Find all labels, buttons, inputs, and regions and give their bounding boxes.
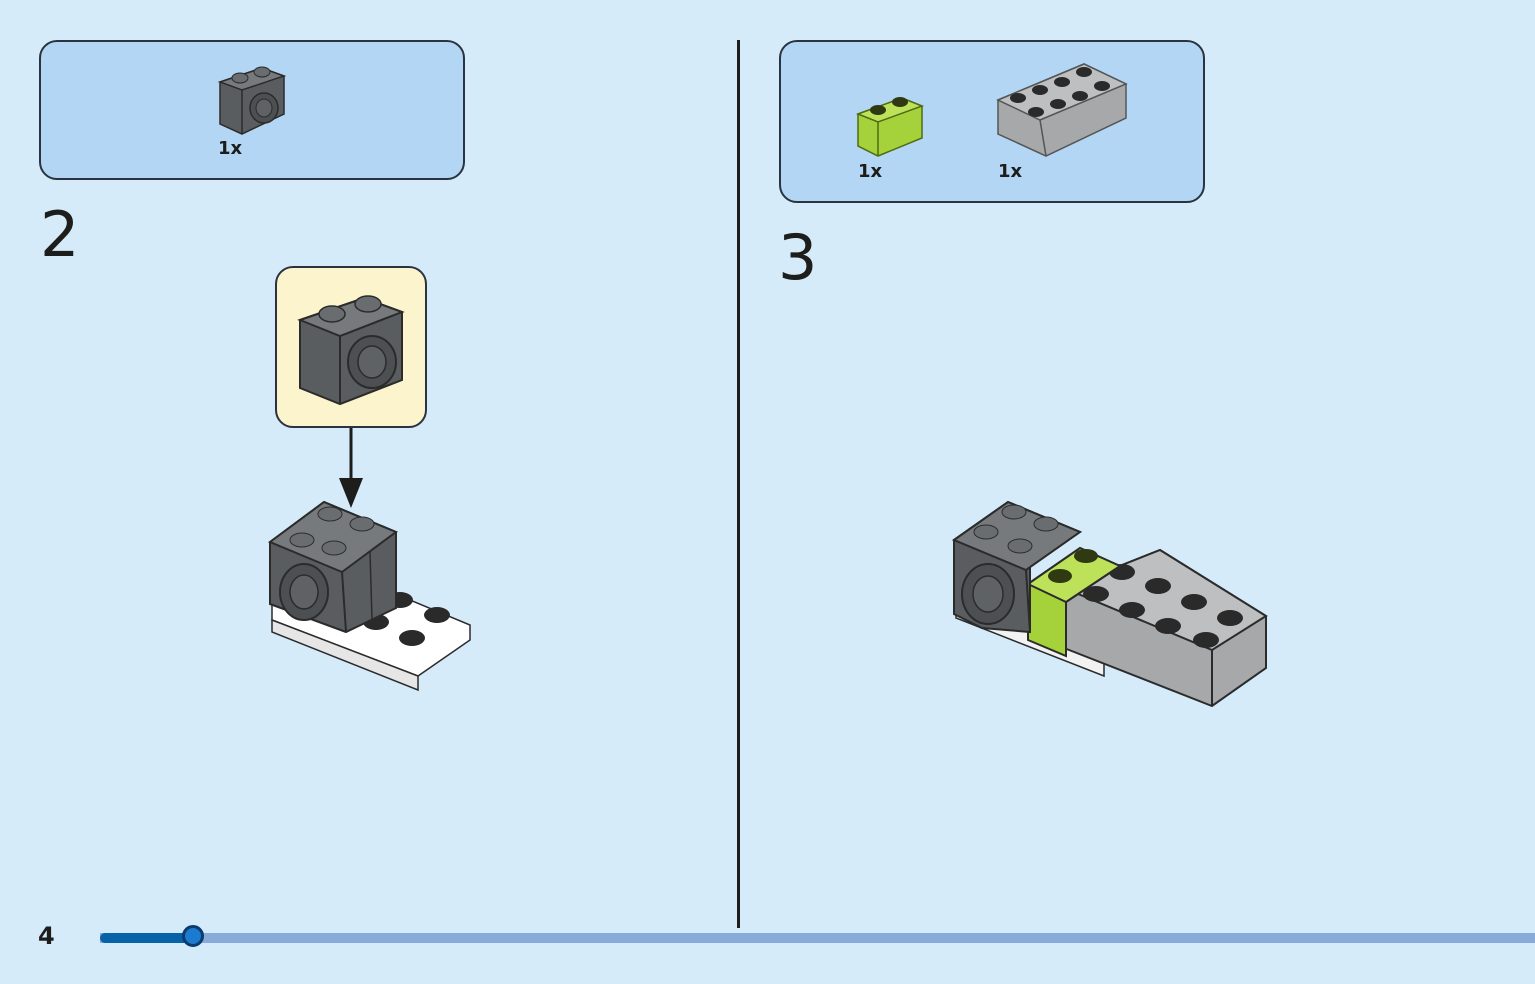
step-2-part-qty: 1x <box>218 138 243 159</box>
page-divider <box>737 40 740 928</box>
progress-track <box>100 933 1535 943</box>
step-3-parts-list <box>779 40 1205 203</box>
progress-fill <box>100 933 194 943</box>
step-3-part-qty-gray: 1x <box>998 161 1023 182</box>
page-number: 4 <box>38 922 55 950</box>
step-2-number: 2 <box>40 198 80 271</box>
step-3-part-qty-lime: 1x <box>858 161 883 182</box>
step-3-number: 3 <box>778 221 818 294</box>
progress-knob <box>182 925 205 947</box>
